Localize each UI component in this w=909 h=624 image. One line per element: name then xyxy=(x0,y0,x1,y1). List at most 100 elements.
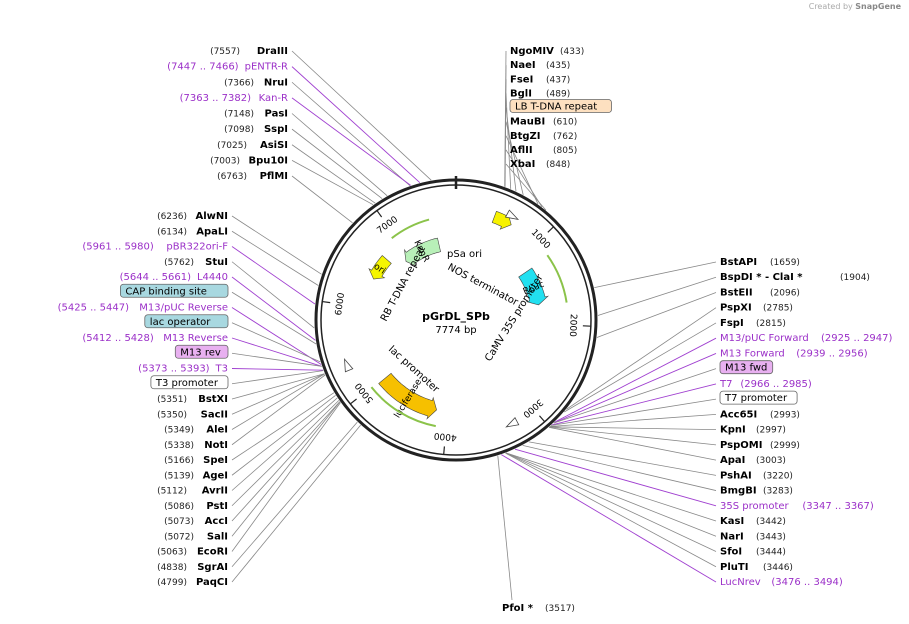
leader-line xyxy=(291,175,353,224)
label-name: SgrAI xyxy=(197,562,228,573)
plasmid-name: pGrDL_SPb xyxy=(422,310,490,323)
enzyme-site-label: AleI(5349) xyxy=(164,425,228,436)
label-position: (848) xyxy=(546,160,570,170)
label-name: XbaI xyxy=(510,159,535,170)
label-name: Acc65I xyxy=(720,409,757,420)
leader-line xyxy=(231,401,341,522)
leader-line xyxy=(548,426,717,461)
label-name: PspXI xyxy=(720,303,752,314)
box-label-text: lac operator xyxy=(150,317,211,328)
leader-line xyxy=(231,368,324,371)
label-name: T3 xyxy=(215,364,228,375)
label-name: FseI xyxy=(510,74,533,85)
label-position: (7098) xyxy=(224,125,254,135)
enzyme-site-label: PaqCI(4799) xyxy=(157,577,228,588)
feature-site-label: T3(5373 .. 5393) xyxy=(138,364,228,375)
feature-site-label: M13/pUC Reverse (5425 .. 5447) xyxy=(58,303,228,314)
label-name: pBR322ori-F xyxy=(166,242,228,253)
leader-line xyxy=(291,128,383,200)
label-name: PflMI xyxy=(260,171,288,182)
label-name: M13/pUC Reverse xyxy=(139,303,228,314)
label-name: FspI xyxy=(720,318,744,329)
label-name: L4440 xyxy=(197,272,228,283)
leader-line xyxy=(231,394,336,476)
leader-line xyxy=(497,455,513,601)
label-name: M13/pUC Forward xyxy=(720,333,809,344)
leader-line xyxy=(291,144,376,204)
leader-line xyxy=(505,163,547,211)
box-label-bg xyxy=(509,99,612,113)
enzyme-site-label: NaeI(435) xyxy=(510,60,570,71)
leader-line xyxy=(563,322,717,413)
feature-luciferase xyxy=(378,372,437,420)
label-position: (7025) xyxy=(217,141,247,151)
label-position: (5112) xyxy=(157,487,187,497)
label-name: BtgZI xyxy=(510,131,541,142)
label-position: (3444) xyxy=(756,548,786,558)
label-position: (437) xyxy=(546,75,570,85)
leader-line xyxy=(291,81,411,187)
enzyme-site-label: AflII(805) xyxy=(510,145,577,156)
leader-line xyxy=(231,421,358,568)
enzyme-site-label: SacII (5350) xyxy=(157,409,228,420)
label-position: (2966 .. 2985) xyxy=(740,379,812,390)
enzyme-site-label: PasI(7148) xyxy=(224,109,288,120)
leader-line xyxy=(505,121,524,195)
label-name: SspI xyxy=(264,124,288,135)
label-name: PstI xyxy=(206,501,228,512)
label-position: (6236) xyxy=(157,212,187,222)
label-position: (5425 .. 5447) xyxy=(58,303,130,314)
box-label: T7 promoter xyxy=(719,390,798,405)
box-label-text: M13 rev xyxy=(180,347,221,358)
tick-label: 7000 xyxy=(376,215,401,237)
label-position: (3476 .. 3494) xyxy=(771,577,843,588)
enzyme-site-label: PspOMI(2999) xyxy=(720,440,800,451)
leader-line xyxy=(554,337,717,423)
label-position: (5351) xyxy=(157,395,187,405)
label-position: (2939 .. 2956) xyxy=(796,348,868,359)
label-position: (2096) xyxy=(770,288,800,298)
enzyme-site-label: PshAI(3220) xyxy=(720,470,793,481)
leader-line xyxy=(291,160,374,206)
label-position: (7363 .. 7382) xyxy=(180,93,252,104)
enzyme-site-label: MauBI(610) xyxy=(510,117,577,128)
inner-label-rb-repeat: RB T-DNA repeat xyxy=(379,244,428,323)
enzyme-site-label: BtgZI (762) xyxy=(510,131,577,142)
box-label: M13 fwd xyxy=(719,360,774,375)
leader-line xyxy=(549,413,717,427)
label-position: (6134) xyxy=(157,227,187,237)
feature-site-label: 35S promoter(3347 .. 3367) xyxy=(720,501,874,512)
leader-line xyxy=(505,452,717,522)
label-name: SacII xyxy=(201,409,228,420)
label-position: (5412 .. 5428) xyxy=(82,333,154,344)
leader-line xyxy=(231,276,316,341)
plasmid-length: 7774 bp xyxy=(435,325,476,336)
enzyme-site-label: NotI(5338) xyxy=(164,440,228,451)
enzyme-site-label: BglI(489) xyxy=(510,88,570,99)
label-position: (762) xyxy=(553,132,577,142)
box-label: M13 rev xyxy=(174,344,229,359)
label-position: (5338) xyxy=(164,441,194,451)
label-name: AccI xyxy=(205,516,228,527)
tick-label: 4000 xyxy=(433,430,457,442)
leader-line xyxy=(231,322,321,363)
label-position: (3446) xyxy=(763,563,793,573)
label-name: PasI xyxy=(265,109,288,120)
tick-mark xyxy=(538,415,546,423)
enzyme-site-label: KasI(3442) xyxy=(720,516,786,527)
leader-line xyxy=(594,261,717,288)
label-name: KasI xyxy=(720,516,744,527)
leader-line xyxy=(231,370,324,385)
enzyme-site-label: PstI(5086) xyxy=(164,501,228,512)
leader-line xyxy=(550,398,717,426)
label-position: (5350) xyxy=(157,410,187,420)
leader-line xyxy=(231,230,319,286)
feature-ori xyxy=(368,255,392,280)
leader-line xyxy=(597,276,717,316)
leader-line xyxy=(549,426,717,446)
leader-line xyxy=(596,292,717,338)
tick-mark xyxy=(349,398,357,405)
enzyme-site-label: SspI (7098) xyxy=(224,124,288,135)
tick-mark xyxy=(547,226,555,233)
